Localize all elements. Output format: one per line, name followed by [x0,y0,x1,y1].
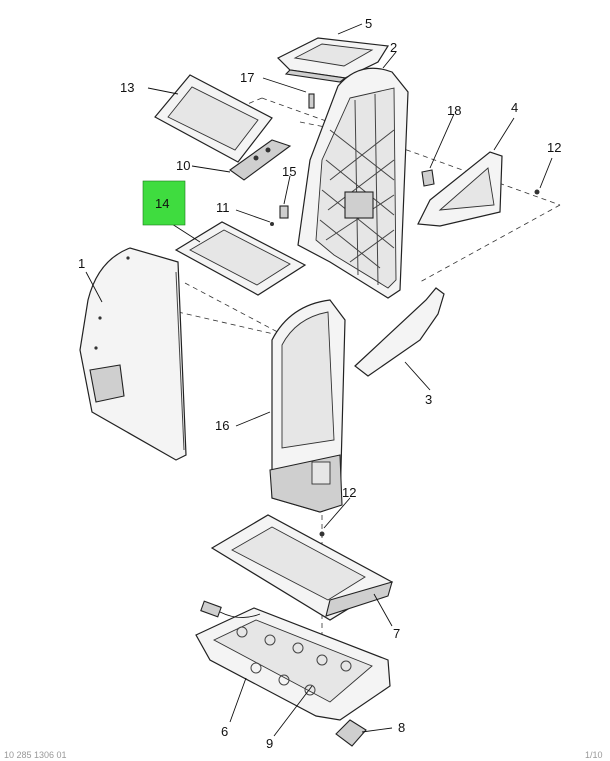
part-5-top-tray [276,37,390,83]
callout-8: 8 [398,720,405,735]
part-13-frame [154,74,273,163]
callout-9: 9 [266,736,273,751]
callout-4: 4 [511,100,518,115]
connector-plug [200,600,261,618]
part-2-back-panel [297,67,409,299]
part-18-clip [421,169,435,187]
callout-7: 7 [393,626,400,641]
callout-11: 11 [216,200,230,215]
part-8-foot [335,719,367,747]
callout-5: 5 [365,16,372,31]
callout-17: 17 [240,70,254,85]
callout-14-highlight [142,180,186,226]
part-15-clip [279,205,289,219]
part-7-lower-tray [210,514,394,621]
callout-2: 2 [390,40,397,55]
part-1-side-panel [79,247,187,461]
callout-12-lower: 12 [342,485,356,500]
callout-3: 3 [425,392,432,407]
part-6-base [195,607,391,721]
callout-14: 14 [155,196,169,211]
part-10-bracket [229,139,292,181]
part-16-front-panel [269,299,346,513]
callout-6: 6 [221,724,228,739]
part-17-screw [308,93,315,109]
footer-right-code: 1/10 [585,750,603,760]
callout-12-top: 12 [547,140,561,155]
callout-18: 18 [447,103,461,118]
leader-lines [85,23,553,737]
callout-1: 1 [78,256,85,271]
part-3-support-rod [354,287,445,377]
part-12-fastener-lower [319,531,325,537]
callout-16: 16 [215,418,229,433]
part-11-screw [270,222,274,226]
callout-labels: 5 2 13 17 18 4 12 10 15 11 14 1 3 16 12 … [78,16,561,751]
callout-15: 15 [282,164,296,179]
part-4-side-bracket [417,151,503,227]
callout-13: 13 [120,80,134,95]
footer-left-code: 10 285 1306 01 [4,750,67,760]
part-12-fastener-top [534,189,540,195]
part-14-frame [174,221,307,296]
callout-10: 10 [176,158,190,173]
